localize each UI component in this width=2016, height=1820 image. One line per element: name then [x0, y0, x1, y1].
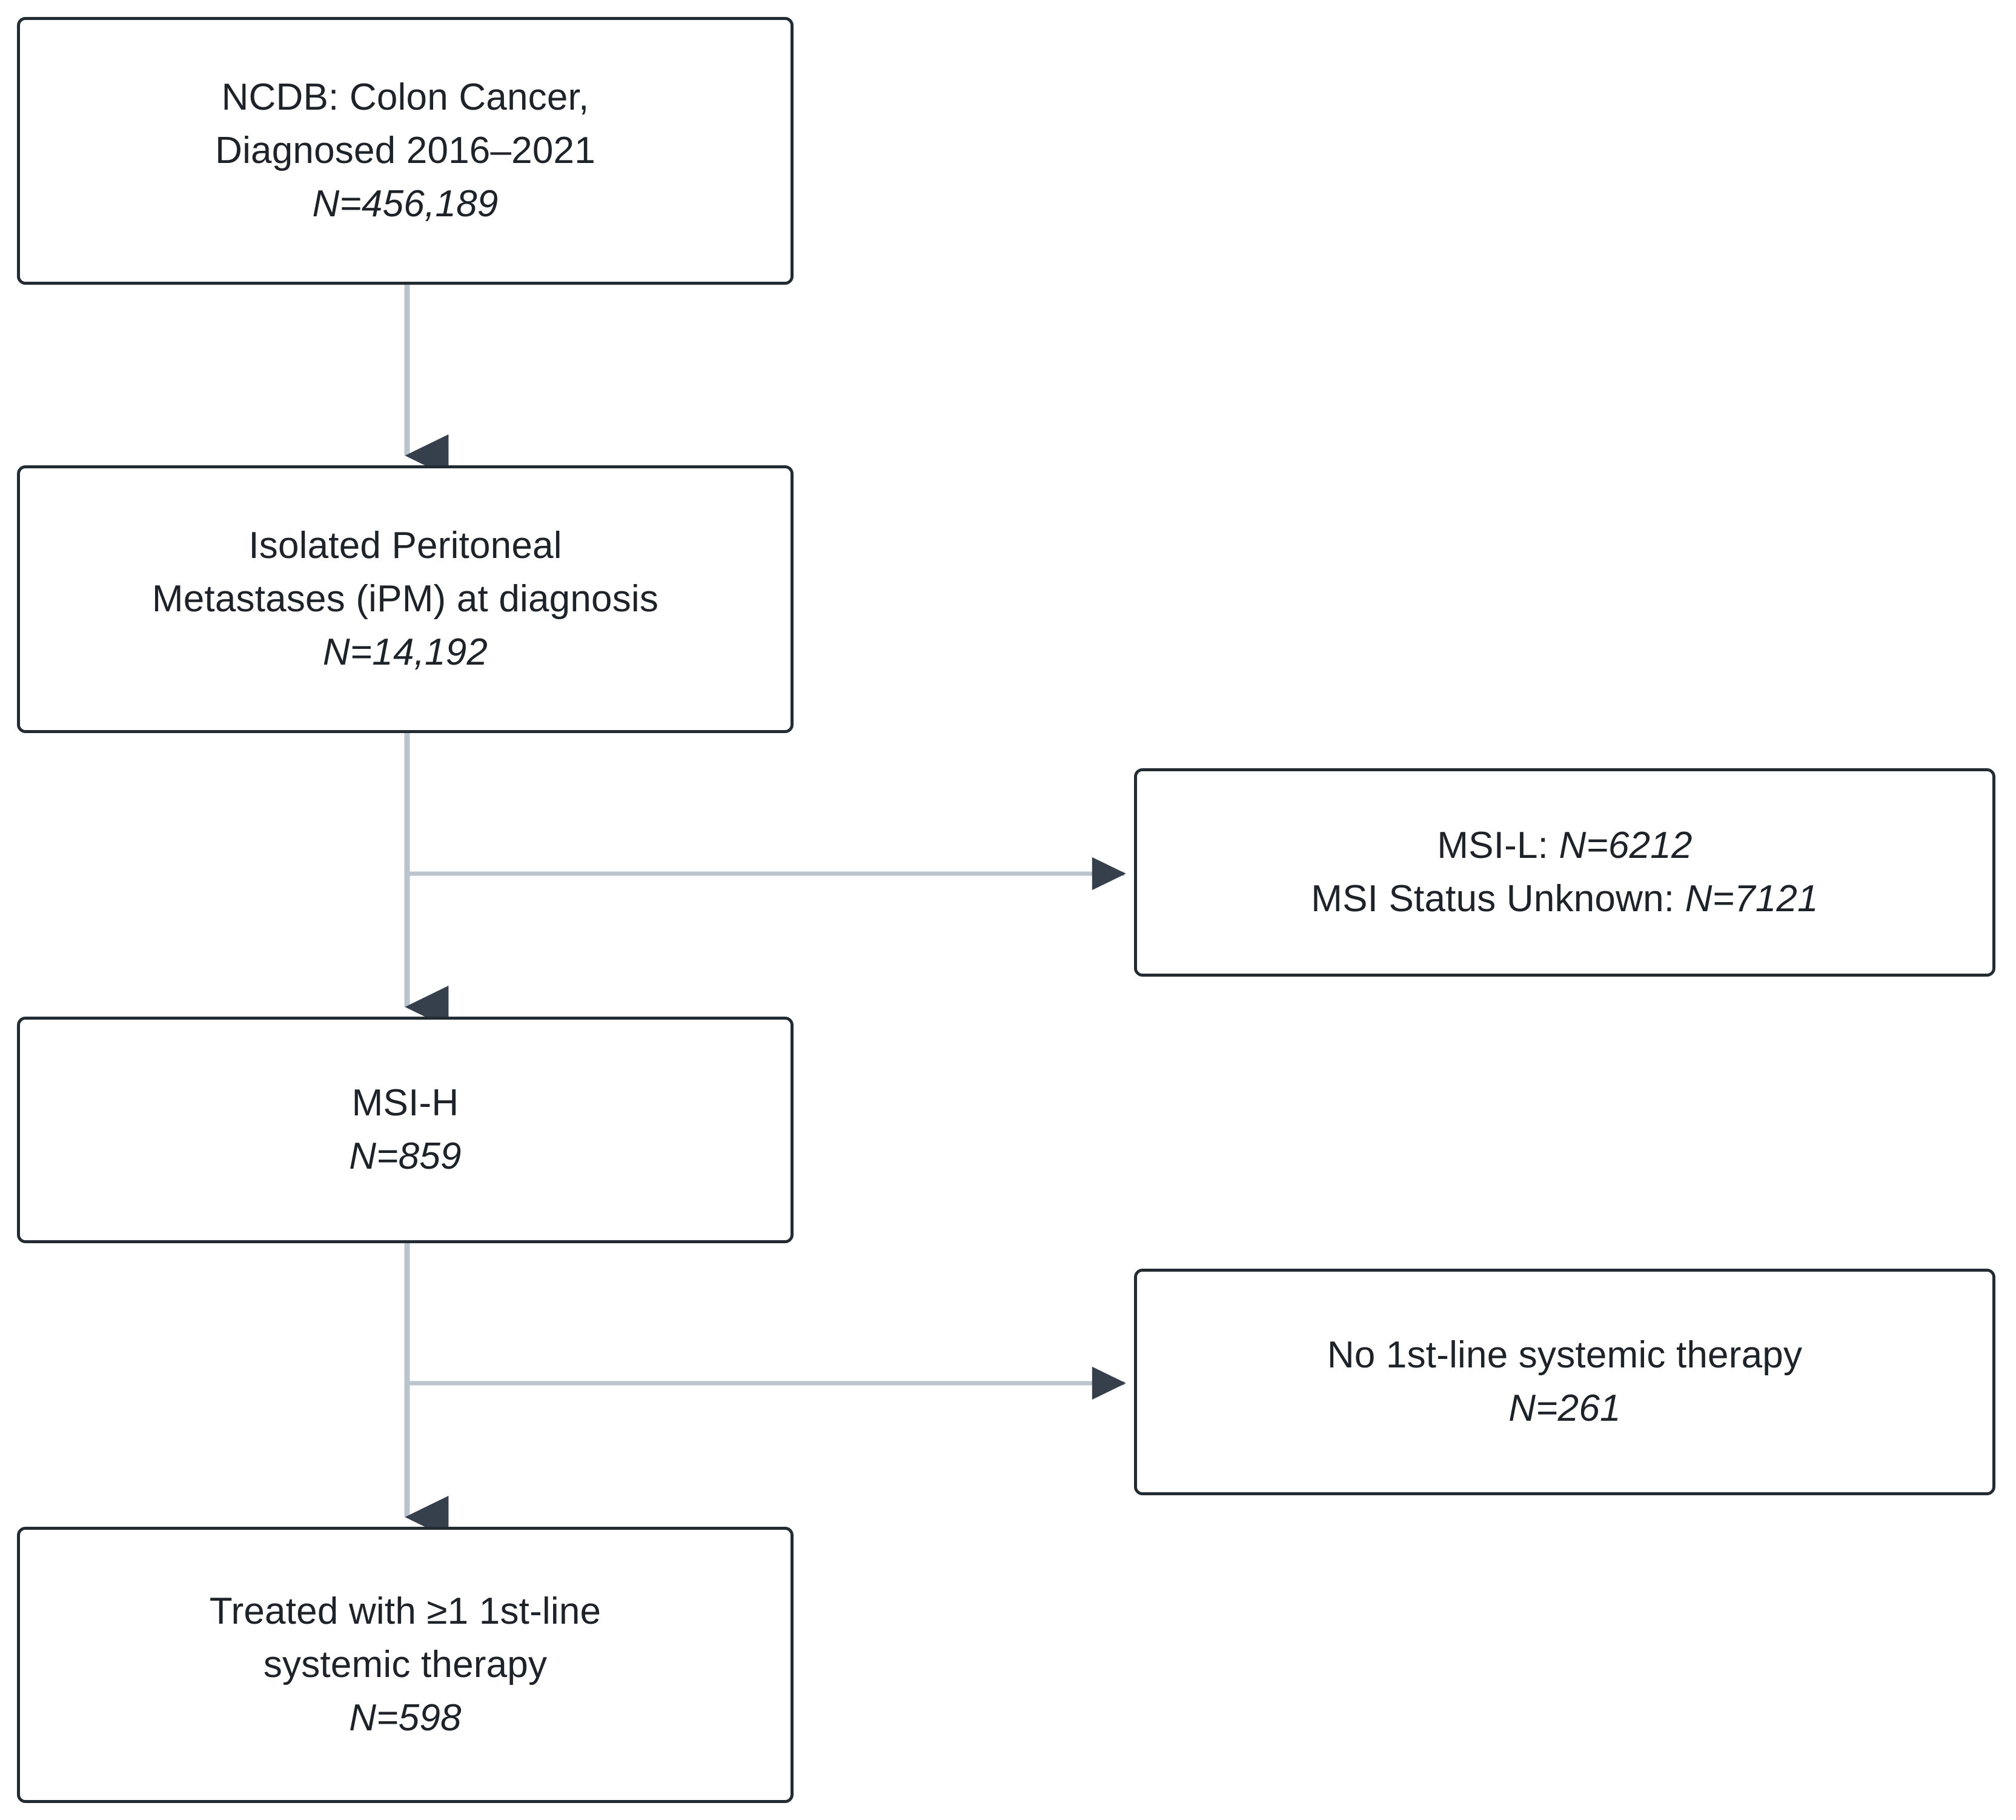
- node-ipm-line1: Isolated Peritoneal: [248, 524, 562, 566]
- node-msih-count: N=859: [349, 1135, 462, 1177]
- node-msi-unknown-label: MSI Status Unknown:: [1311, 878, 1685, 920]
- node-ipm-line2: Metastases (iPM) at diagnosis: [151, 577, 659, 620]
- node-msih-line1: MSI-H: [351, 1081, 459, 1124]
- node-treated-line1: Treated with ≥1 1st-line: [209, 1590, 602, 1632]
- node-msil-line1: MSI-L: N=6212: [1437, 819, 1692, 872]
- node-msi-high: MSI-H N=859: [17, 1017, 794, 1243]
- node-treated-line2: systemic therapy: [263, 1643, 548, 1685]
- node-notherapy-line1: No 1st-line systemic therapy: [1327, 1333, 1803, 1376]
- node-cohort-count: N=456,189: [312, 183, 499, 225]
- node-cohort-line1: NCDB: Colon Cancer,: [221, 76, 589, 118]
- node-treated-count: N=598: [349, 1697, 462, 1739]
- node-msil-count: N=6212: [1559, 824, 1693, 866]
- node-cohort-line2: Diagnosed 2016–2021: [215, 129, 595, 171]
- node-msi-low-and-unknown: MSI-L: N=6212 MSI Status Unknown: N=7121: [1134, 768, 1995, 977]
- node-no-first-line-therapy: No 1st-line systemic therapy N=261: [1134, 1269, 1995, 1495]
- node-treated-first-line-therapy: Treated with ≥1 1st-line systemic therap…: [17, 1527, 794, 1803]
- node-ipm-count: N=14,192: [322, 631, 488, 674]
- node-msil-label: MSI-L:: [1437, 824, 1559, 866]
- node-msi-unknown-count: N=7121: [1685, 878, 1819, 920]
- node-cohort: NCDB: Colon Cancer, Diagnosed 2016–2021 …: [17, 17, 794, 285]
- node-isolated-peritoneal-metastases: Isolated Peritoneal Metastases (iPM) at …: [17, 465, 794, 733]
- node-notherapy-count: N=261: [1508, 1387, 1621, 1429]
- node-msil-line2: MSI Status Unknown: N=7121: [1311, 872, 1818, 926]
